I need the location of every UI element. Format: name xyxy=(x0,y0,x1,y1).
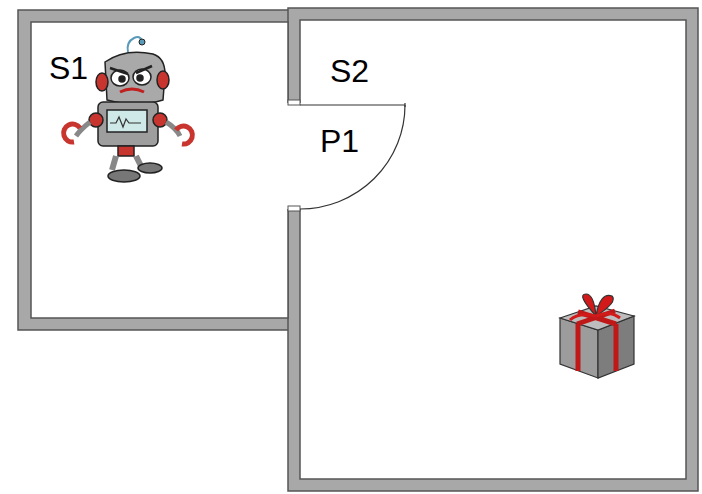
room-floor xyxy=(300,20,686,479)
door-jamb xyxy=(288,100,300,105)
room-wall xyxy=(288,8,698,491)
room: S1 xyxy=(31,22,296,318)
door-opening xyxy=(287,103,301,209)
room: S2 xyxy=(300,20,694,479)
room-label: S2 xyxy=(330,55,694,87)
gift xyxy=(560,294,634,378)
door-label: P1 xyxy=(320,125,359,157)
room-wall xyxy=(18,10,305,330)
door-leaf xyxy=(300,104,405,105)
door-swing xyxy=(300,105,405,209)
room-label: S1 xyxy=(49,52,296,84)
door-jamb xyxy=(288,206,300,211)
